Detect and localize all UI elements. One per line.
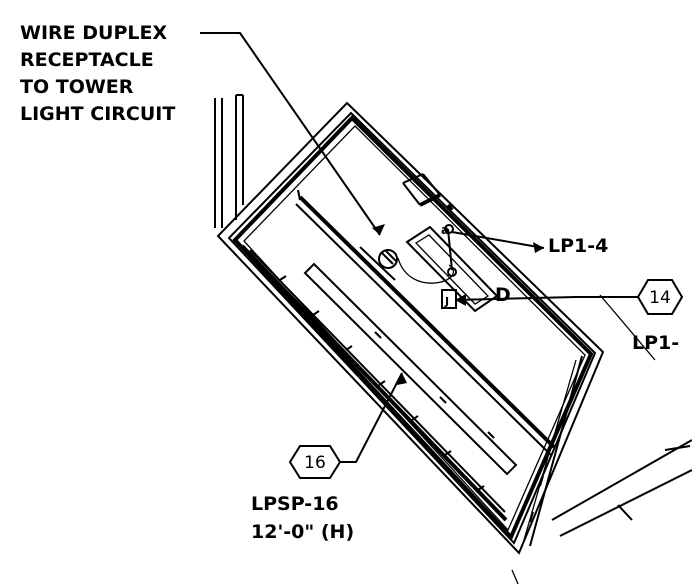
lpsp-label: LPSP-16 [251, 493, 339, 515]
hexagon-tag-16-text: 16 [304, 453, 326, 473]
wire-note-line-2: RECEPTACLE [20, 49, 154, 71]
wall-ticks [279, 246, 495, 491]
leader-lines [200, 32, 638, 463]
room-outline [216, 101, 605, 555]
circuit-label-lp1-partial: LP1- [632, 332, 679, 354]
wire-note-line-1: WIRE DUPLEX [20, 22, 167, 44]
fixture-tag-d: D [495, 284, 511, 306]
circuit-label-lp1-4: LP1-4 [548, 235, 608, 257]
switch-tag: J [444, 295, 449, 308]
hexagon-tag-14-text: 14 [649, 288, 671, 308]
existing-wall-left [214, 94, 244, 228]
mount-height-label: 12'-0" (H) [251, 521, 354, 543]
receptacle-tag: a [441, 223, 449, 237]
light-fixture-long [303, 262, 518, 476]
wire-note-line-4: LIGHT CIRCUIT [20, 103, 175, 125]
stair-rails [523, 355, 583, 547]
inner-walls [240, 173, 556, 522]
exterior-lines [511, 294, 692, 584]
light-fixture-d [405, 225, 499, 313]
hexagon-tag-16: 16 [288, 445, 342, 479]
receptacle-device [444, 224, 457, 277]
wire-note: WIRE DUPLEX RECEPTACLE TO TOWER LIGHT CI… [20, 22, 175, 125]
hexagon-tag-14: 14 [636, 279, 684, 315]
duplex-receptacle-symbol [378, 249, 454, 284]
wire-note-line-3: TO TOWER [20, 76, 134, 98]
